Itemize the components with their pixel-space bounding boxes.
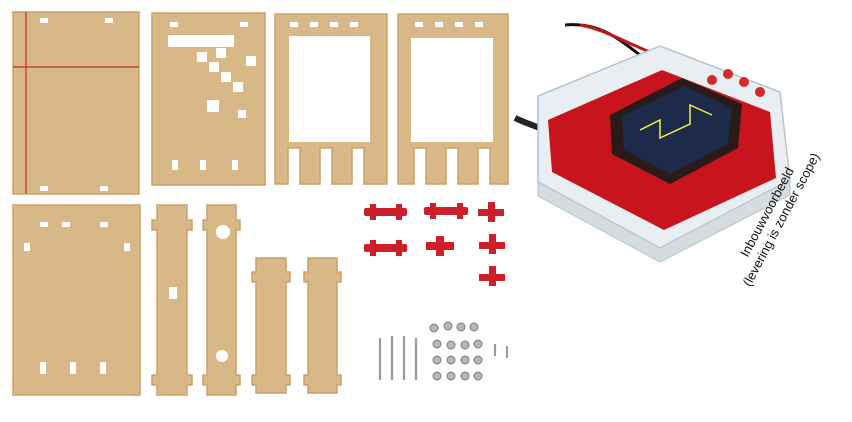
acrylic-side-strip-2 [202,204,241,396]
acrylic-panel-window-2 [397,13,509,185]
nuts [429,321,483,381]
red-clips [364,202,505,286]
acrylic-panel-window-1 [274,13,388,185]
assembled-oscilloscope [513,23,791,263]
acrylic-panel-bottom [12,204,141,396]
acrylic-side-strip-3 [251,257,291,394]
screws [378,336,509,380]
acrylic-panel-base [12,11,140,195]
acrylic-panel-front [151,12,266,186]
acrylic-side-strip-4 [303,257,342,394]
acrylic-side-strip-1 [151,204,193,396]
